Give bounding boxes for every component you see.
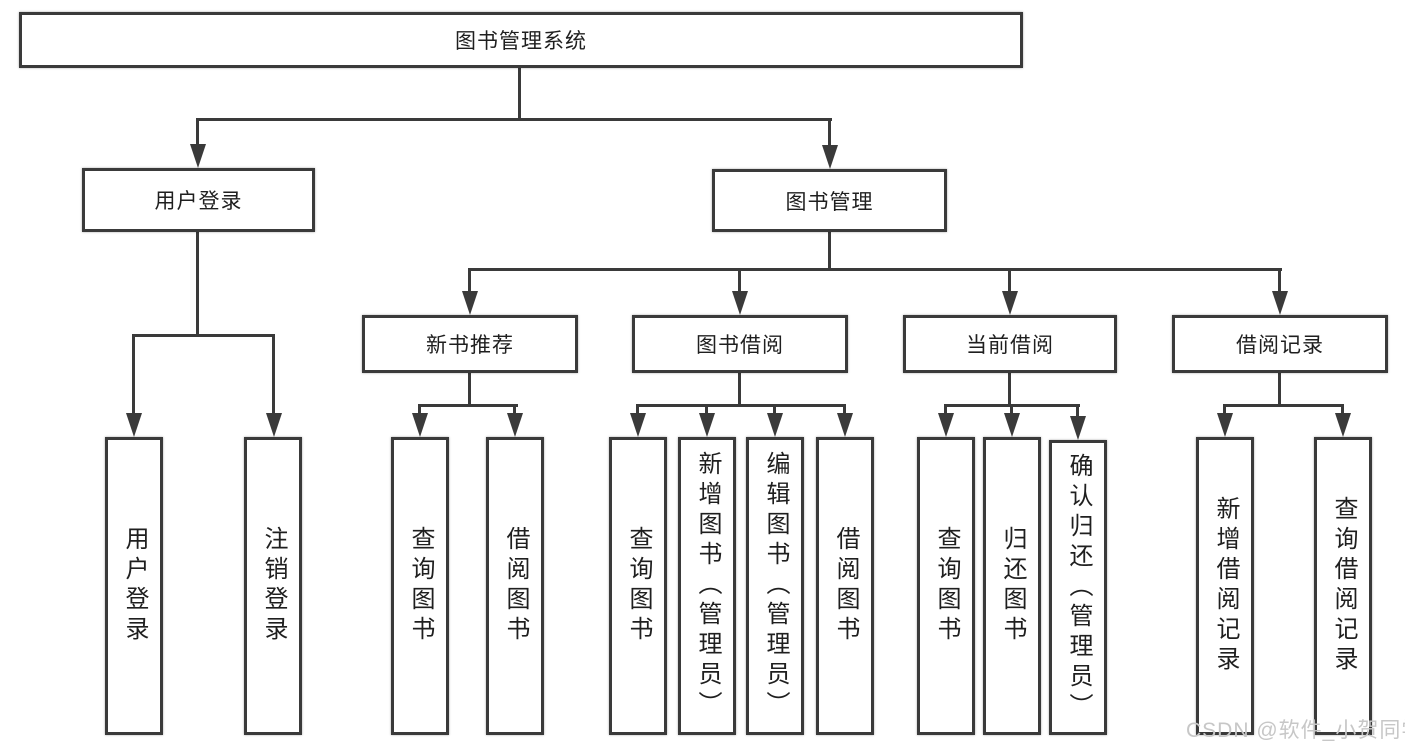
connector-stem-leaf — [1341, 404, 1344, 417]
node-borrowing-records: 借阅记录 — [1172, 315, 1388, 373]
node-label: 借阅图书 — [832, 526, 859, 646]
connector-stem-leaf — [132, 334, 135, 417]
node-label: 查询借阅记录 — [1330, 496, 1357, 676]
arrow-down-icon — [190, 144, 206, 168]
arrow-down-icon — [1272, 291, 1288, 315]
connector-stem-leaf — [1076, 404, 1079, 417]
connector-stem-level3 — [738, 268, 741, 293]
node-label: 查询图书 — [933, 526, 960, 646]
leaf-borrowing-borrow-books: 借阅图书 — [816, 437, 874, 735]
node-book-management: 图书管理 — [712, 169, 947, 232]
node-label: 查询图书 — [625, 526, 652, 646]
connector-stem-leaf — [1223, 404, 1226, 417]
arrow-down-icon — [938, 413, 954, 437]
connector-stem-leaf — [843, 404, 846, 417]
connector-stem-level4 — [1008, 373, 1011, 407]
arrow-down-icon — [767, 413, 783, 437]
node-label: 用户登录 — [154, 190, 243, 213]
node-book-borrowing: 图书借阅 — [632, 315, 848, 373]
connector-stem-leaf — [272, 334, 275, 417]
arrow-down-icon — [699, 413, 715, 437]
node-label: 编辑图书（管理员） — [762, 451, 789, 721]
connector-branch-level4 — [636, 404, 846, 407]
leaf-records-query-record: 查询借阅记录 — [1314, 437, 1372, 735]
arrow-down-icon — [412, 413, 428, 437]
connector-level2-branch — [196, 118, 832, 121]
leaf-borrowing-edit-books-admin: 编辑图书（管理员） — [746, 437, 804, 735]
connector-user-login-stem — [196, 232, 199, 337]
connector-book-mgmt-stem — [828, 232, 831, 271]
node-current-borrowing: 当前借阅 — [903, 315, 1117, 373]
node-label: 新增借阅记录 — [1212, 496, 1239, 676]
arrow-down-icon — [266, 413, 282, 437]
node-user-login-group: 用户登录 — [82, 168, 315, 232]
connector-stem-level4 — [1278, 373, 1281, 407]
connector-stem-user-login — [196, 118, 199, 150]
connector-stem-book-mgmt — [828, 118, 831, 150]
connector-root-stem — [518, 66, 521, 121]
node-label: 用户登录 — [121, 526, 148, 646]
arrow-down-icon — [1335, 413, 1351, 437]
arrow-down-icon — [1004, 413, 1020, 437]
connector-stem-leaf — [636, 404, 639, 417]
connector-stem-leaf — [418, 404, 421, 417]
connector-stem-level3 — [1278, 268, 1281, 293]
node-label: 图书管理 — [785, 190, 874, 214]
connector-level3-branch — [468, 268, 1282, 271]
arrow-down-icon — [1217, 413, 1233, 437]
node-label: 图书管理系统 — [455, 30, 587, 53]
leaf-current-confirm-return-admin: 确认归还（管理员） — [1049, 440, 1107, 735]
arrow-down-icon — [126, 413, 142, 437]
node-system-root: 图书管理系统 — [19, 12, 1023, 68]
csdn-watermark: CSDN @软件_小贺同学 — [1186, 719, 1405, 742]
connector-stem-leaf — [944, 404, 947, 417]
node-label: 确认归还（管理员） — [1065, 452, 1092, 723]
leaf-records-add-record: 新增借阅记录 — [1196, 437, 1254, 735]
connector-stem-leaf — [705, 404, 708, 417]
arrow-down-icon — [507, 413, 523, 437]
connector-stem-leaf — [773, 404, 776, 417]
leaf-current-return-books: 归还图书 — [983, 437, 1041, 735]
arrow-down-icon — [732, 291, 748, 315]
arrow-down-icon — [630, 413, 646, 437]
node-label: 新书推荐 — [426, 334, 514, 357]
leaf-newbook-borrow-books: 借阅图书 — [486, 437, 544, 735]
node-label: 注销登录 — [260, 526, 287, 646]
connector-stem-level3 — [468, 268, 471, 293]
connector-stem-leaf — [1010, 404, 1013, 417]
leaf-logout: 注销登录 — [244, 437, 302, 735]
arrow-down-icon — [822, 145, 838, 169]
leaf-user-login: 用户登录 — [105, 437, 163, 735]
node-label: 借阅图书 — [502, 526, 529, 646]
arrow-down-icon — [1002, 291, 1018, 315]
leaf-borrowing-add-books-admin: 新增图书（管理员） — [678, 437, 736, 735]
arrow-down-icon — [462, 291, 478, 315]
connector-user-login-branch — [132, 334, 275, 337]
connector-branch-level4 — [418, 404, 518, 407]
node-label: 借阅记录 — [1236, 334, 1324, 357]
connector-stem-level4 — [738, 373, 741, 407]
leaf-borrowing-query-books: 查询图书 — [609, 437, 667, 735]
node-label: 当前借阅 — [966, 334, 1054, 357]
connector-branch-level4 — [1223, 404, 1343, 407]
node-label: 新增图书（管理员） — [694, 451, 721, 721]
leaf-newbook-query-books: 查询图书 — [391, 437, 449, 735]
node-label: 归还图书 — [999, 526, 1026, 646]
leaf-current-query-books: 查询图书 — [917, 437, 975, 735]
arrow-down-icon — [837, 413, 853, 437]
connector-stem-level3 — [1008, 268, 1011, 293]
node-label: 图书借阅 — [696, 334, 784, 357]
connector-stem-leaf — [513, 404, 516, 417]
connector-stem-level4 — [468, 373, 471, 407]
arrow-down-icon — [1070, 416, 1086, 440]
node-new-book-recommend: 新书推荐 — [362, 315, 578, 373]
node-label: 查询图书 — [407, 526, 434, 646]
